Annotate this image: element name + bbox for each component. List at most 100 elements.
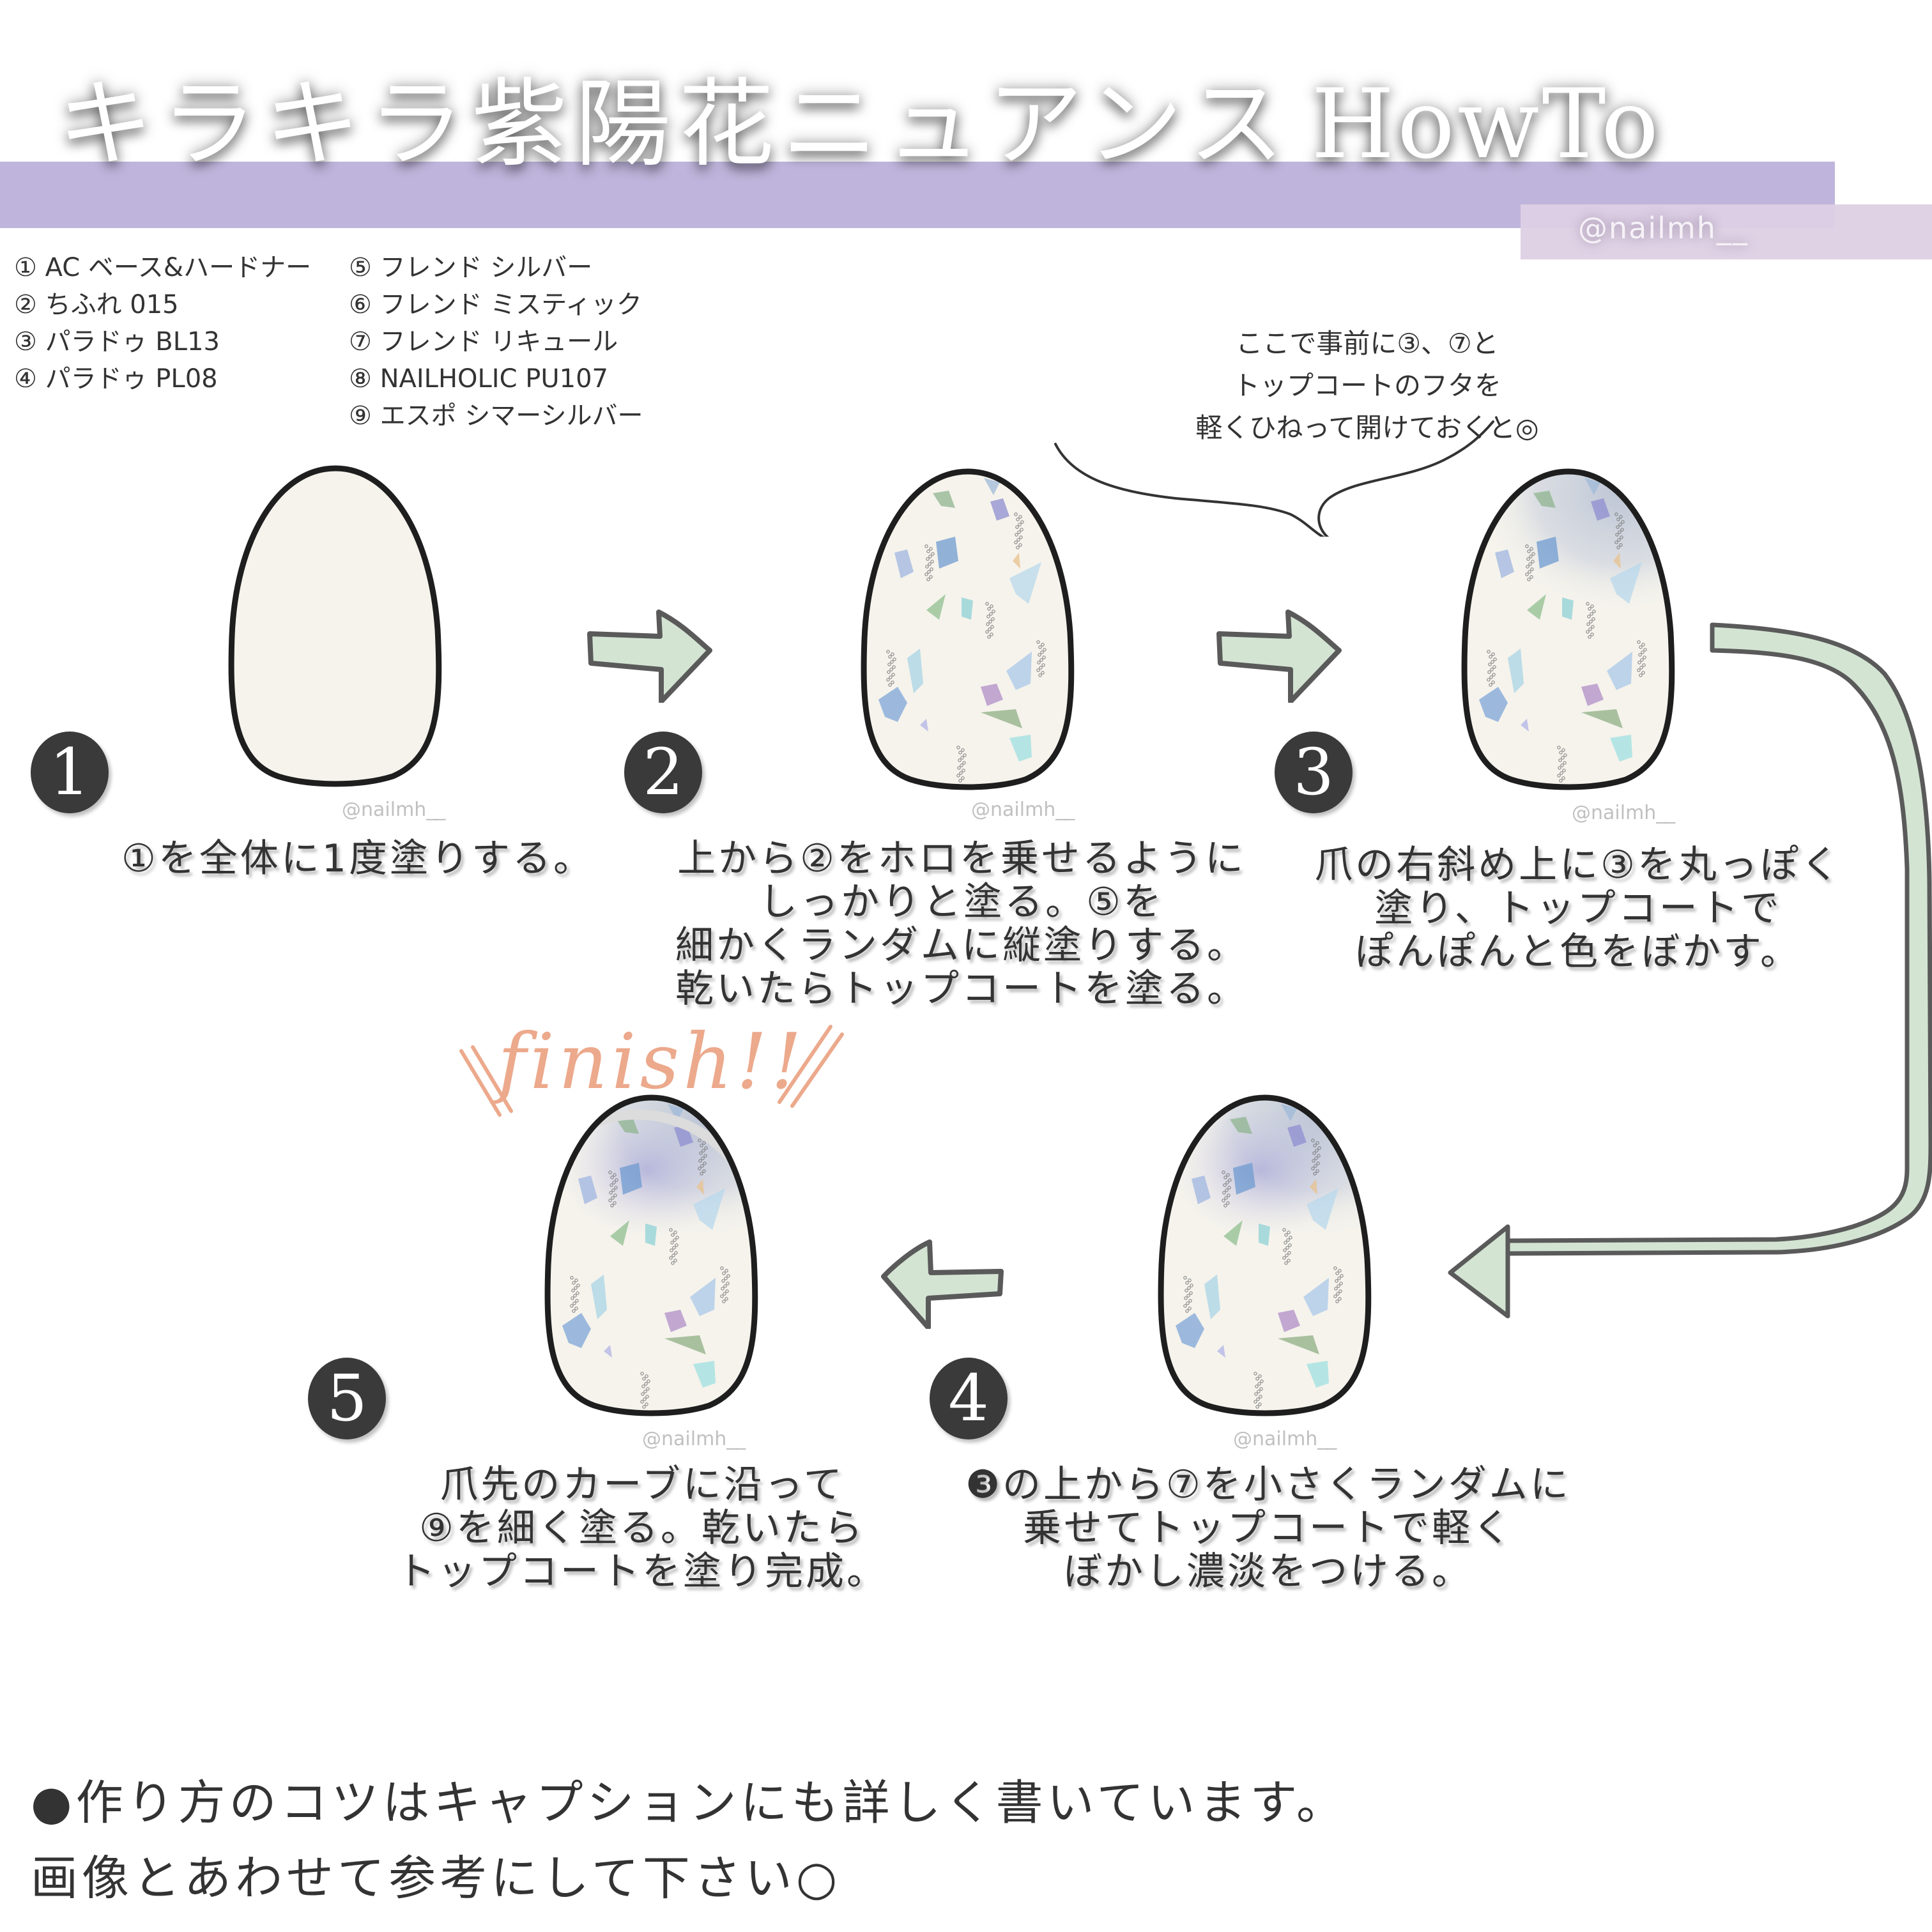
- glitter-dot: [611, 1188, 615, 1192]
- holo-flake: [1013, 553, 1020, 569]
- materials-list-left: ① AC ベース&ハードナー ② ちふれ 015 ③ パラドゥ BL13 ④ パ…: [14, 249, 311, 397]
- glitter-dot: [1019, 535, 1023, 539]
- glitter-dot: [1619, 515, 1623, 519]
- glitter-dot: [1016, 546, 1020, 549]
- glitter-dot: [640, 1400, 644, 1404]
- glitter-dot: [1561, 756, 1565, 760]
- glitter-dot: [702, 1141, 706, 1145]
- tip-line: ここで事前に③、⑦と: [1236, 328, 1499, 359]
- glitter-dot: [961, 748, 965, 752]
- glitter-dot: [1184, 1289, 1188, 1292]
- glitter-dot: [1641, 643, 1645, 647]
- purple-blur-layer: [549, 1112, 755, 1278]
- glitter-dot: [1254, 1372, 1257, 1376]
- nail-outline: [1461, 468, 1675, 790]
- nail-step-2: [859, 466, 1077, 792]
- glitter-dot: [608, 1199, 612, 1202]
- glitter-dot: [930, 567, 933, 571]
- glitter-dot: [670, 1241, 674, 1245]
- glitter-dot: [614, 1186, 618, 1190]
- glitter-dot: [1526, 557, 1530, 561]
- glitter-dot: [576, 1291, 579, 1295]
- glitter-dot: [1222, 1191, 1226, 1195]
- holo-flake: [1307, 1361, 1329, 1388]
- material-item: ⑧ NAILHOLIC PU107: [349, 364, 608, 394]
- glitter-dot: [1311, 1167, 1315, 1170]
- glitter-dot: [888, 683, 892, 687]
- glitter-dot: [701, 1156, 705, 1160]
- glitter-dot: [1492, 673, 1496, 677]
- nail-step-3: [1460, 466, 1677, 792]
- glitter-dot: [956, 746, 960, 749]
- glitter-dot: [1043, 648, 1046, 652]
- glitter-dot: [1041, 643, 1045, 647]
- glitter-dot: [1559, 751, 1563, 755]
- glitter-dot: [1333, 1294, 1337, 1298]
- glitter-dot: [929, 575, 933, 579]
- glitter-dot: [891, 652, 894, 656]
- glitter-dot: [1041, 671, 1045, 675]
- glitter-dot: [1017, 530, 1021, 534]
- glitter-dot: [1315, 1149, 1319, 1153]
- footer-note-1: ●作り方のコツはキャプションにも詳しく書いています。: [31, 1775, 1347, 1830]
- glitter-dot: [570, 1276, 574, 1280]
- holo-flake: [1281, 1104, 1297, 1121]
- glitter-dot: [1285, 1246, 1289, 1250]
- glitter-dot: [1037, 661, 1041, 664]
- glitter-dot: [1255, 1384, 1259, 1388]
- glitter-dot: [1561, 748, 1565, 752]
- holo-flake: [1610, 735, 1632, 762]
- tip-line: トップコートのフタを: [1232, 370, 1501, 401]
- glitter-dot: [1183, 1276, 1187, 1280]
- glitter-dot: [1255, 1405, 1259, 1409]
- glitter-dot: [1038, 653, 1041, 657]
- glitter-dot: [990, 604, 993, 608]
- nail-step-1: [227, 463, 444, 789]
- holo-flake: [1310, 1179, 1317, 1195]
- glitter-dot: [1560, 771, 1563, 775]
- glitter-dot: [1620, 535, 1623, 539]
- glitter-dot: [926, 557, 930, 561]
- step-badge-2: 2: [624, 732, 702, 813]
- glitter-dot: [574, 1278, 578, 1282]
- holo-flake: [690, 1278, 716, 1316]
- holo-flake: [664, 1335, 706, 1354]
- holo-flake: [1230, 1117, 1252, 1134]
- glitter-dot: [673, 1230, 677, 1234]
- glitter-dot: [1558, 758, 1562, 762]
- caption-line: ❸の上から⑦を小さくランダムに: [965, 1462, 1571, 1507]
- glitter-dot: [891, 673, 895, 677]
- glitter-dot: [930, 560, 934, 564]
- glitter-dot: [576, 1284, 580, 1287]
- glitter-dot: [1335, 1271, 1339, 1275]
- footer-note-2: 画像とあわせて参考にして下さい○: [31, 1851, 841, 1906]
- glitter-dot: [1618, 523, 1622, 526]
- material-item: ③ パラドゥ BL13: [14, 327, 220, 356]
- glitter-dot: [1637, 668, 1641, 672]
- holo-flake: [562, 1313, 591, 1348]
- glitter-dot: [726, 1282, 730, 1285]
- caption-line: ①を全体に1度塗りする。: [121, 836, 594, 881]
- glitter-dot: [1338, 1289, 1342, 1293]
- glitter-dot: [1228, 1178, 1232, 1182]
- glitter-dot: [987, 635, 991, 639]
- glitter-dot: [1637, 661, 1641, 664]
- glitter-dot: [1617, 538, 1621, 542]
- glitter-dot: [1563, 753, 1567, 757]
- caption-line: ぽんぽんと色をぼかす。: [1355, 930, 1801, 974]
- glitter-dot: [721, 1287, 724, 1291]
- glitter-dot: [1282, 1256, 1286, 1260]
- glitter-dot: [1588, 607, 1591, 611]
- glitter-dot: [571, 1296, 574, 1300]
- holo-flake: [907, 648, 923, 693]
- glitter-dot: [611, 1196, 615, 1200]
- handle-band: [1521, 204, 1932, 259]
- glitter-dot: [698, 1159, 702, 1163]
- author-handle: @nailmh__: [1578, 211, 1749, 245]
- glitter-dot: [991, 617, 995, 621]
- glitter-dot: [1314, 1164, 1317, 1168]
- glitter-dot: [1187, 1286, 1191, 1290]
- glitter-dot: [1287, 1251, 1291, 1255]
- glitter-dot: [1015, 525, 1019, 529]
- glitter-dot: [1222, 1199, 1225, 1202]
